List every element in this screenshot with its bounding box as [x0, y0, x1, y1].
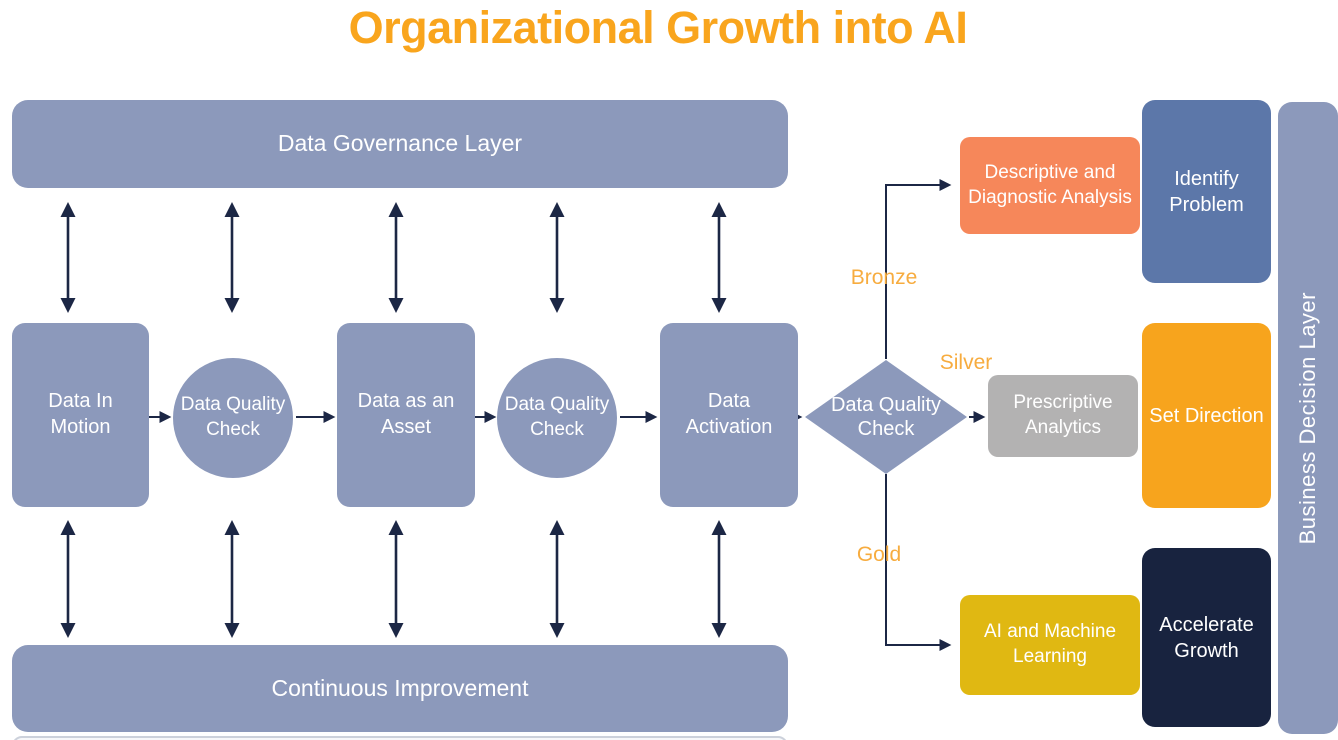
data-as-asset-label: Data as an Asset	[357, 390, 455, 438]
continuous-improvement-bar: Continuous Improvement	[12, 645, 788, 732]
box-prescriptive-analytics: Prescriptive Analytics	[988, 375, 1138, 457]
data-governance-layer-bar: Data Governance Layer	[12, 100, 788, 188]
page-title: Organizational Growth into AI	[348, 2, 968, 53]
box-set-direction: Set Direction	[1142, 323, 1271, 508]
descriptive-diagnostic-analysis-label: Descriptive and Diagnostic Analysis	[968, 161, 1132, 208]
data-in-motion-label: Data In Motion	[48, 390, 113, 438]
double-arrows-bottom	[60, 520, 727, 638]
ai-machine-learning-label: AI and Machine Learning	[983, 621, 1117, 667]
tier-label-bronze: Bronze	[850, 266, 918, 289]
box-accelerate-growth: Accelerate Growth	[1142, 548, 1271, 727]
node-quality-check-2: Data Quality Check	[497, 358, 617, 478]
box-identify-problem: Identify Problem	[1142, 100, 1271, 283]
box-descriptive-diagnostic-analysis: Descriptive and Diagnostic Analysis	[960, 137, 1140, 234]
accelerate-growth-label: Accelerate Growth	[1159, 613, 1254, 662]
box-ai-machine-learning: AI and Machine Learning	[960, 595, 1140, 695]
prescriptive-analytics-label: Prescriptive Analytics	[1013, 392, 1113, 438]
tier-label-gold: Gold	[856, 543, 902, 566]
quality-check-2-label: Data Quality Check	[504, 394, 610, 440]
node-data-activation: Data Activation	[660, 323, 798, 507]
cutoff-bar	[12, 736, 788, 740]
tier-label-silver: Silver	[939, 351, 993, 374]
node-quality-check-1: Data Quality Check	[173, 358, 293, 478]
node-data-as-asset: Data as an Asset	[337, 323, 475, 507]
data-activation-label: Data Activation	[685, 390, 773, 438]
quality-check-1-label: Data Quality Check	[180, 394, 286, 440]
gold-connector	[885, 474, 952, 651]
business-decision-layer-label: Business Decision Layer	[1294, 291, 1320, 545]
double-arrows-top	[60, 202, 727, 313]
business-decision-layer-bar: Business Decision Layer	[1278, 102, 1338, 734]
continuous-improvement-label: Continuous Improvement	[271, 674, 529, 701]
data-governance-layer-label: Data Governance Layer	[277, 130, 523, 157]
identify-problem-label: Identify Problem	[1169, 167, 1244, 216]
quality-check-diamond-label: Data Quality Check	[830, 394, 942, 440]
set-direction-label: Set Direction	[1149, 404, 1264, 427]
bronze-connector	[885, 179, 952, 359]
node-data-in-motion: Data In Motion	[12, 323, 149, 507]
